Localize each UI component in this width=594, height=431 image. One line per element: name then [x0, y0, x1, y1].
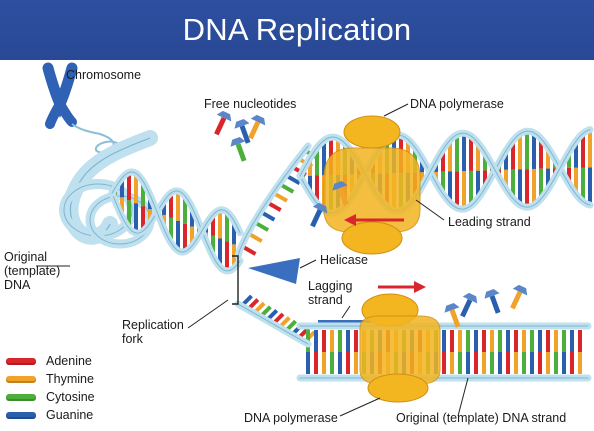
fork-lower-backbone	[237, 303, 309, 345]
free-nucleotides-label: Free nucleotides	[204, 97, 297, 111]
helicase-label: Helicase	[320, 253, 368, 267]
top-daughter-backbone	[299, 129, 591, 212]
dna-polymerase-bottom-label: DNA polymerase	[244, 411, 338, 425]
legend-item: Adenine	[6, 352, 136, 370]
legend-item: Thymine	[6, 370, 136, 388]
legend: Adenine Thymine Cytosine Guanine	[6, 352, 136, 424]
lagging-strand-label: Lagging strand	[308, 279, 353, 307]
free-nucleotide-icon	[460, 292, 478, 318]
replication-fork-label: Replication fork	[122, 318, 184, 346]
dna-polymerase-top-icon	[323, 115, 421, 255]
original-dna-label: Original (template) DNA	[4, 250, 61, 292]
chromosome-label: Chromosome	[66, 68, 142, 82]
fork-upper-backbone	[234, 142, 312, 260]
cytosine-swatch	[6, 393, 36, 401]
lagging-direction-arrow	[378, 281, 426, 293]
original-strand-label: Original (template) DNA strand	[396, 411, 567, 425]
free-nucleotide-icon	[248, 114, 266, 140]
legend-item: Cytosine	[6, 388, 136, 406]
fork-upper-backbone	[237, 145, 309, 257]
supercoil-icon	[59, 130, 158, 249]
free-nucleotide-icon	[332, 180, 349, 206]
legend-item: Guanine	[6, 406, 136, 424]
free-nucleotide-icon	[310, 202, 328, 228]
chromosome-icon	[42, 62, 78, 129]
free-nucleotide-icon	[444, 302, 461, 328]
guanine-swatch	[6, 411, 36, 419]
free-nucleotide-icon	[484, 288, 501, 314]
leading-strand-label: Leading strand	[448, 215, 531, 229]
dna-polymerase-top-label: DNA polymerase	[410, 97, 504, 111]
thymine-swatch	[6, 375, 36, 383]
parent-dna-backbone	[111, 190, 241, 272]
dna-replication-diagram	[36, 62, 594, 417]
adenine-swatch	[6, 357, 36, 365]
legend-label: Thymine	[46, 372, 94, 386]
free-nucleotides-layer	[214, 110, 528, 328]
legend-label: Adenine	[46, 354, 92, 368]
slide-title: DNA Replication	[182, 12, 412, 47]
replication-fork-bracket	[232, 255, 239, 305]
leading-direction-arrow	[344, 214, 404, 226]
diagram-panel: Chromosome Free nucleotides DNA polymera…	[0, 60, 594, 431]
helicase-icon	[248, 258, 300, 284]
free-nucleotide-icon	[234, 118, 251, 144]
parent-dna-backbone	[111, 171, 241, 253]
legend-label: Cytosine	[46, 390, 95, 404]
free-nucleotide-icon	[214, 110, 232, 136]
free-nucleotide-icon	[230, 136, 247, 162]
legend-label: Guanine	[46, 408, 94, 422]
leader-lines	[36, 103, 469, 417]
dna-polymerase-bottom-icon	[359, 293, 441, 403]
free-nucleotide-icon	[510, 284, 528, 310]
